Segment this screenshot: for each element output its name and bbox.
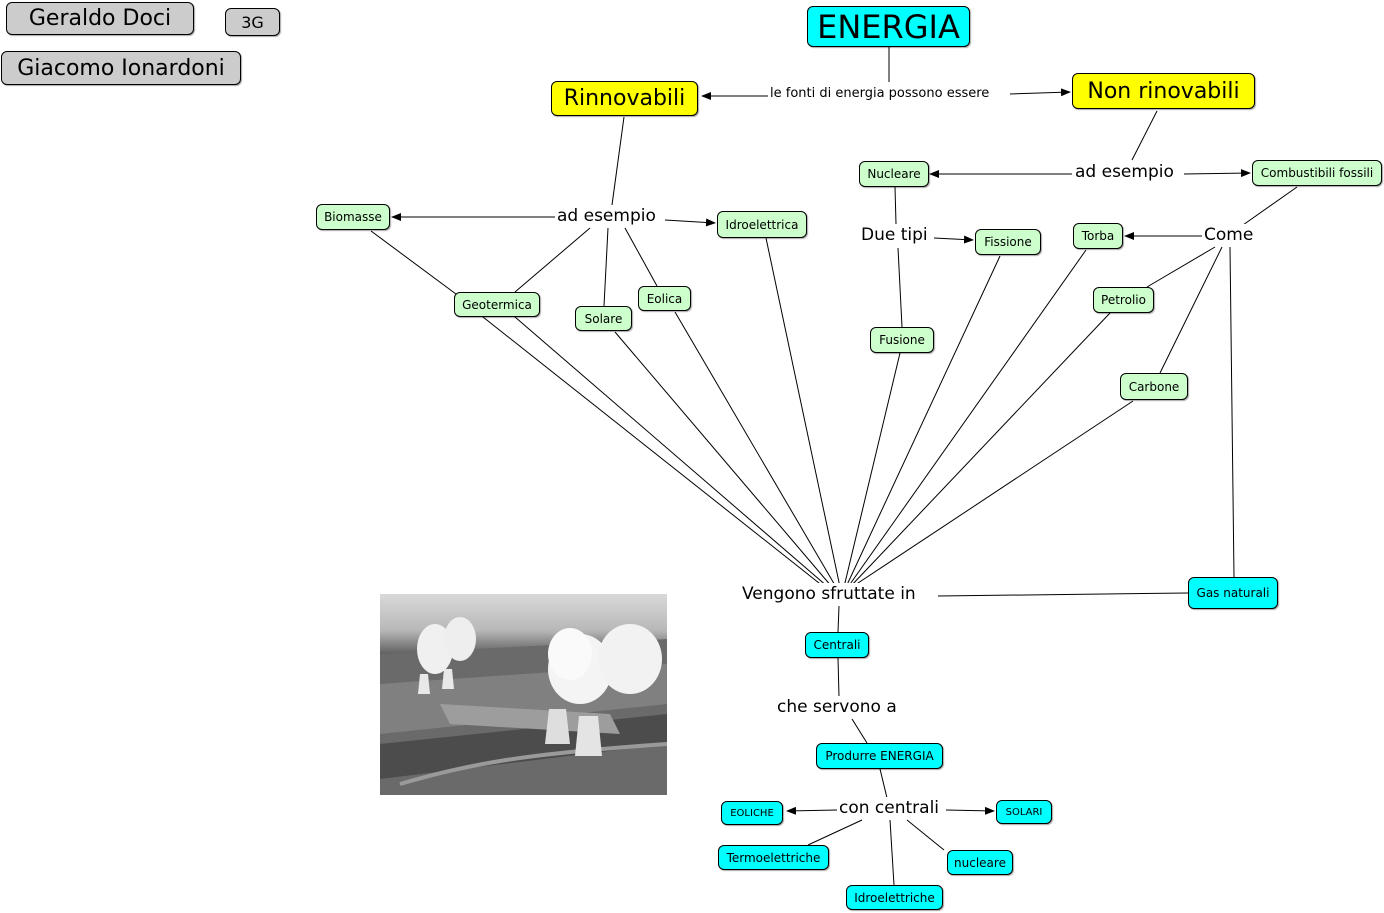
- link-adesempio-combustibili: [1183, 169, 1251, 178]
- phrase-che-servono[interactable]: che servono a: [775, 696, 899, 718]
- concept-nucleare[interactable]: Nucleare: [859, 161, 929, 187]
- concept-idroelettrica[interactable]: Idroelettrica: [717, 211, 807, 238]
- phrase-vengono-sfruttate[interactable]: Vengono sfruttate in: [740, 583, 918, 605]
- link-phrase-nonrinnovabili: [1009, 88, 1071, 97]
- author-name-1[interactable]: Geraldo Doci: [6, 2, 194, 35]
- link-duetipi-fissione: [933, 235, 974, 244]
- phrase-come[interactable]: Come: [1202, 224, 1256, 246]
- concept-produrre-energia[interactable]: Produrre ENERGIA: [816, 743, 943, 769]
- concept-torba[interactable]: Torba: [1073, 223, 1123, 249]
- concept-eolica[interactable]: Eolica: [638, 286, 691, 311]
- phrase-fonti[interactable]: le fonti di energia possono essere: [768, 84, 992, 102]
- link-biomasse-geotermica: [370, 230, 461, 298]
- link-combustibili-come: [1242, 186, 1298, 226]
- link-duetipi-fusione: [897, 247, 903, 328]
- concept-centrali[interactable]: Centrali: [805, 632, 869, 658]
- concept-biomasse[interactable]: Biomasse: [316, 204, 390, 230]
- concept-nucleare-plant[interactable]: nucleare: [947, 850, 1013, 875]
- link-gas-vengono: [937, 592, 1189, 597]
- link-nonrinn-adesempio: [1131, 110, 1158, 161]
- author-name-2[interactable]: Giacomo Ionardoni: [1, 51, 241, 85]
- concept-gas-naturali[interactable]: Gas naturali: [1188, 577, 1278, 609]
- link-rinn-adesempio: [611, 116, 625, 206]
- concept-termoelettriche[interactable]: Termoelettriche: [718, 845, 829, 870]
- concept-fusione[interactable]: Fusione: [870, 327, 934, 353]
- concept-rinnovabili[interactable]: Rinnovabili: [551, 81, 698, 116]
- link-come-gas: [1229, 246, 1235, 578]
- concept-solare[interactable]: Solare: [575, 306, 632, 331]
- power-plant-photo: [380, 594, 667, 795]
- phrase-con-centrali[interactable]: con centrali: [837, 797, 942, 819]
- phrase-due-tipi[interactable]: Due tipi: [859, 224, 930, 246]
- link-come-petrolio: [1146, 246, 1216, 288]
- concept-solari[interactable]: SOLARI: [996, 800, 1052, 824]
- class-badge[interactable]: 3G: [225, 8, 280, 36]
- concept-carbone[interactable]: Carbone: [1120, 373, 1188, 400]
- power-plant-illustration: [380, 617, 667, 795]
- concept-eoliche[interactable]: EOLICHE: [721, 801, 783, 825]
- concept-geotermica[interactable]: Geotermica: [454, 292, 540, 317]
- concept-fissione[interactable]: Fissione: [975, 229, 1041, 255]
- link-nucleare-duetipi: [894, 186, 897, 225]
- link-adesempio-solare: [603, 227, 609, 307]
- concept-non-rinnovabili[interactable]: Non rinovabili: [1072, 73, 1255, 109]
- concept-idroelettriche[interactable]: Idroelettriche: [846, 885, 943, 910]
- concept-petrolio[interactable]: Petrolio: [1093, 287, 1154, 313]
- link-adesempio-geotermica: [514, 227, 591, 293]
- link-adesempio-idro: [664, 218, 716, 227]
- phrase-ad-esempio-rinnovabili[interactable]: ad esempio: [555, 205, 658, 227]
- title-energia[interactable]: ENERGIA: [807, 6, 970, 47]
- concept-combustibili-fossili[interactable]: Combustibili fossili: [1252, 160, 1382, 186]
- link-adesempio-eolica: [624, 227, 658, 287]
- link-come-carbone: [1159, 246, 1223, 374]
- phrase-ad-esempio-non-rinnovabili[interactable]: ad esempio: [1073, 161, 1176, 183]
